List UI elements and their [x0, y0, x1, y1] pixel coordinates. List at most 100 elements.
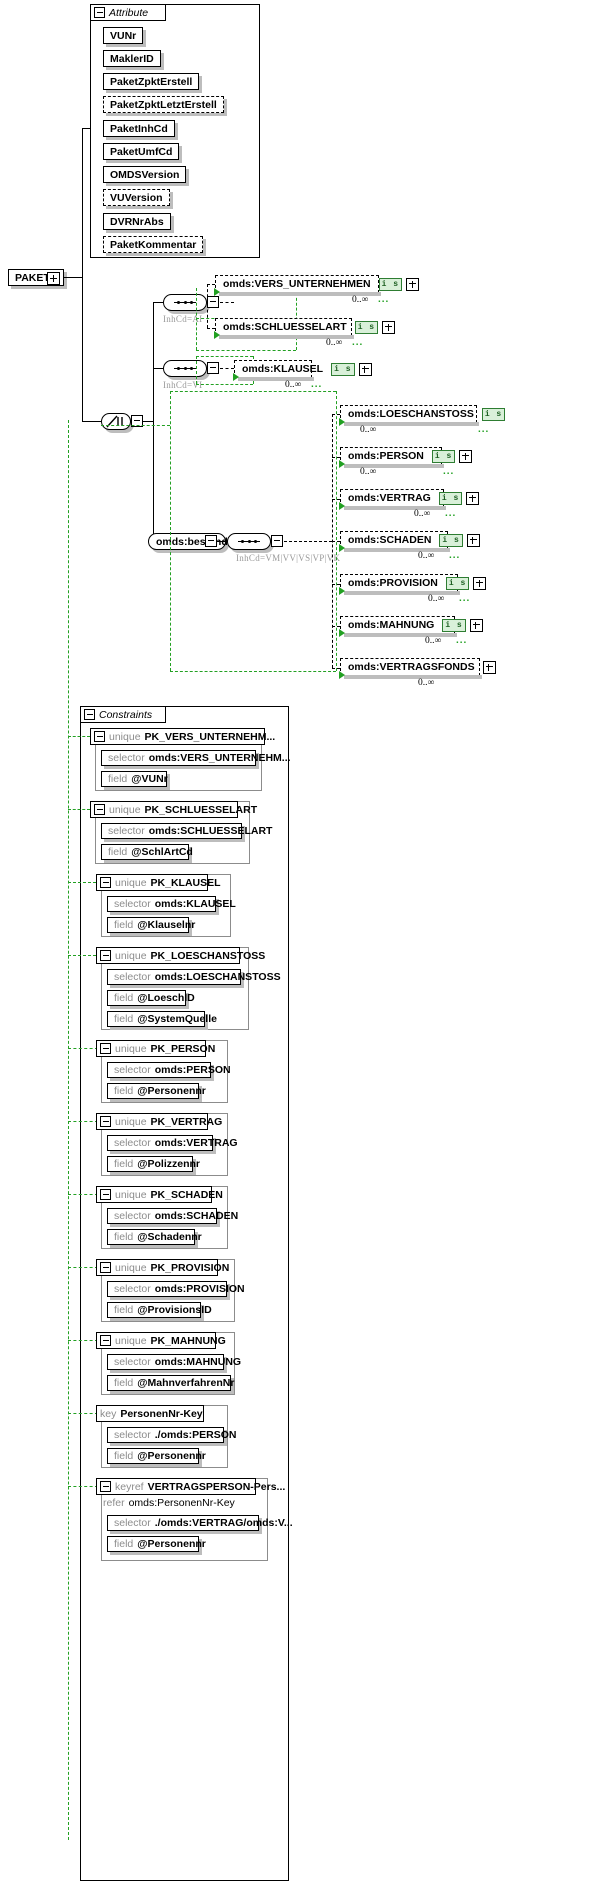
constraint-field[interactable]: field @Personennr: [107, 1448, 206, 1464]
expand-icon[interactable]: [482, 660, 496, 674]
collapse-icon[interactable]: [100, 1043, 111, 1054]
expand-icon[interactable]: [382, 320, 396, 334]
constraint-selector[interactable]: selector omds:PERSON: [107, 1062, 231, 1078]
constraint-header-pk-schaden[interactable]: unique PK_SCHADEN: [96, 1186, 223, 1203]
sequence-collapse-icon[interactable]: [207, 296, 219, 308]
constraint-header-pk-mahnung[interactable]: unique PK_MAHNUNG: [96, 1332, 226, 1349]
element-schluesselart[interactable]: omds:SCHLUESSELART i s: [215, 318, 396, 339]
constraint-header-pk-loeschanstoss[interactable]: unique PK_LOESCHANSTOSS: [96, 947, 265, 964]
constraint-kind: unique: [109, 730, 141, 743]
constraint-header-pk-klausel[interactable]: unique PK_KLAUSEL: [96, 874, 221, 891]
connector: [284, 541, 332, 542]
constraint-header-pk-provision[interactable]: unique PK_PROVISION: [96, 1259, 229, 1276]
green-connector: [68, 1194, 98, 1195]
element-loeschanstoss[interactable]: omds:LOESCHANSTOSS i s: [340, 405, 506, 426]
green-dots: ...: [311, 379, 323, 390]
attribute-paketinhcd[interactable]: PaketInhCd: [103, 120, 175, 137]
green-connector: [68, 955, 96, 956]
constraint-header-personennr-key[interactable]: key PersonenNr-Key: [96, 1405, 204, 1422]
expand-icon[interactable]: [466, 533, 480, 547]
attribute-paketkommentar[interactable]: PaketKommentar: [103, 236, 204, 253]
element-provision[interactable]: omds:PROVISION i s: [340, 574, 487, 595]
constraint-field[interactable]: field @Personennr: [107, 1083, 206, 1099]
sequence-collapse-icon[interactable]: [271, 535, 283, 547]
element-person[interactable]: omds:PERSON i s: [340, 447, 473, 468]
collapse-icon[interactable]: [94, 804, 105, 815]
bestand-collapse-icon[interactable]: [205, 535, 217, 547]
attribute-vuversion[interactable]: VUVersion: [103, 189, 170, 206]
element-klausel[interactable]: omds:KLAUSEL i s: [234, 360, 372, 381]
constraint-field[interactable]: field @SchlArtCd: [101, 844, 193, 860]
constraint-selector[interactable]: selector omds:PROVISION: [107, 1281, 245, 1297]
choice-collapse-icon[interactable]: [131, 415, 143, 427]
constraint-field[interactable]: field @ProvisionsID: [107, 1302, 212, 1318]
constraint-field[interactable]: field @MahnverfahrenNr: [107, 1375, 234, 1391]
attribute-omdsversion[interactable]: OMDSVersion: [103, 166, 187, 183]
constraint-selector[interactable]: selector omds:SCHLUESSELART: [101, 823, 272, 839]
collapse-icon[interactable]: [100, 1262, 111, 1273]
element-vertrag[interactable]: omds:VERTRAG i s: [340, 489, 480, 510]
expand-icon[interactable]: [469, 618, 483, 632]
constraint-header-pk-vertrag[interactable]: unique PK_VERTRAG: [96, 1113, 222, 1130]
collapse-icon[interactable]: [100, 877, 111, 888]
expand-icon[interactable]: [473, 576, 487, 590]
constraint-selector[interactable]: selector omds:VERTRAG: [107, 1135, 238, 1151]
collapse-icon[interactable]: [100, 1189, 111, 1200]
constraints-group-header[interactable]: Constraints: [80, 706, 166, 723]
attribute-paketzpktletzterstell[interactable]: PaketZpktLetztErstell: [103, 96, 224, 113]
constraint-selector[interactable]: selector ./omds:PERSON: [107, 1427, 236, 1443]
collapse-icon[interactable]: [100, 1335, 111, 1346]
sequence-collapse-icon[interactable]: [207, 362, 219, 374]
sequence-compositor-vi[interactable]: [163, 360, 207, 377]
constraint-field[interactable]: field @Personennr: [107, 1536, 206, 1552]
attribute-group-header[interactable]: Attribute: [90, 4, 166, 21]
constraint-header-pk-schluesselart[interactable]: unique PK_SCHLUESSELART: [90, 801, 257, 818]
expand-icon[interactable]: [358, 362, 372, 376]
attribute-maklerid[interactable]: MaklerID: [103, 50, 161, 67]
green-connector: [68, 1413, 98, 1414]
collapse-icon[interactable]: [94, 7, 105, 18]
constraint-field[interactable]: field @LoeschID: [107, 990, 195, 1006]
constraint-field[interactable]: field @Schadennr: [107, 1229, 202, 1245]
constraint-field[interactable]: field @Polizzennr: [107, 1156, 200, 1172]
constraint-selector[interactable]: selector omds:LOESCHANSTOSS: [107, 969, 281, 985]
field-keyword: field: [114, 992, 134, 1004]
constraint-selector[interactable]: selector omds:KLAUSEL: [107, 896, 236, 912]
expand-icon[interactable]: [466, 491, 480, 505]
constraint-selector[interactable]: selector omds:SCHADEN: [107, 1208, 238, 1224]
attribute-dvrnrabs[interactable]: DVRNrAbs: [103, 213, 171, 230]
element-vers-unternehmen[interactable]: omds:VERS_UNTERNEHMEN i s: [215, 275, 420, 296]
constraint-selector[interactable]: selector omds:MAHNUNG: [107, 1354, 241, 1370]
element-label: omds:SCHADEN: [348, 534, 432, 546]
sequence-compositor-bestand[interactable]: [227, 533, 271, 550]
attribute-paketumfcd[interactable]: PaketUmfCd: [103, 143, 180, 160]
green-dots: ...: [478, 424, 490, 435]
constraint-field[interactable]: field @VUNr: [101, 771, 168, 787]
element-label: omds:SCHLUESSELART: [223, 321, 347, 333]
constraint-header-pk-person[interactable]: unique PK_PERSON: [96, 1040, 215, 1057]
attribute-vunr[interactable]: VUNr: [103, 27, 144, 44]
attribute-paketzpkterstell[interactable]: PaketZpktErstell: [103, 73, 200, 90]
element-schaden[interactable]: omds:SCHADEN i s: [340, 531, 480, 552]
constraint-field[interactable]: field @Klauselnr: [107, 917, 195, 933]
collapse-icon[interactable]: [94, 731, 105, 742]
constraint-selector[interactable]: selector ./omds:VERTRAG/omds:V...: [107, 1515, 293, 1531]
green-dots: ...: [456, 635, 468, 646]
expand-icon[interactable]: [406, 277, 420, 291]
sequence-compositor-ai[interactable]: [163, 294, 207, 311]
collapse-icon[interactable]: [84, 709, 95, 720]
green-connector: [68, 736, 90, 737]
constraint-header-pk-vers-unternehm[interactable]: unique PK_VERS_UNTERNEHM...: [90, 728, 275, 745]
choice-compositor[interactable]: [101, 413, 131, 430]
constraint-header-vertragsperson-keyref[interactable]: keyref VERTRAGSPERSON-Pers...: [96, 1478, 285, 1495]
element-vertragsfonds[interactable]: omds:VERTRAGSFONDS: [340, 658, 496, 679]
expand-icon[interactable]: [459, 449, 473, 463]
collapse-icon[interactable]: [100, 950, 111, 961]
element-mahnung[interactable]: omds:MAHNUNG i s: [340, 616, 483, 637]
attribute-label: PaketZpktLetztErstell: [110, 98, 217, 111]
constraint-selector[interactable]: selector omds:VERS_UNTERNEHM...: [101, 750, 291, 766]
collapse-icon[interactable]: [100, 1481, 111, 1492]
field-keyword: field: [114, 1085, 134, 1097]
collapse-icon[interactable]: [100, 1116, 111, 1127]
constraint-field[interactable]: field @SystemQuelle: [107, 1011, 217, 1027]
